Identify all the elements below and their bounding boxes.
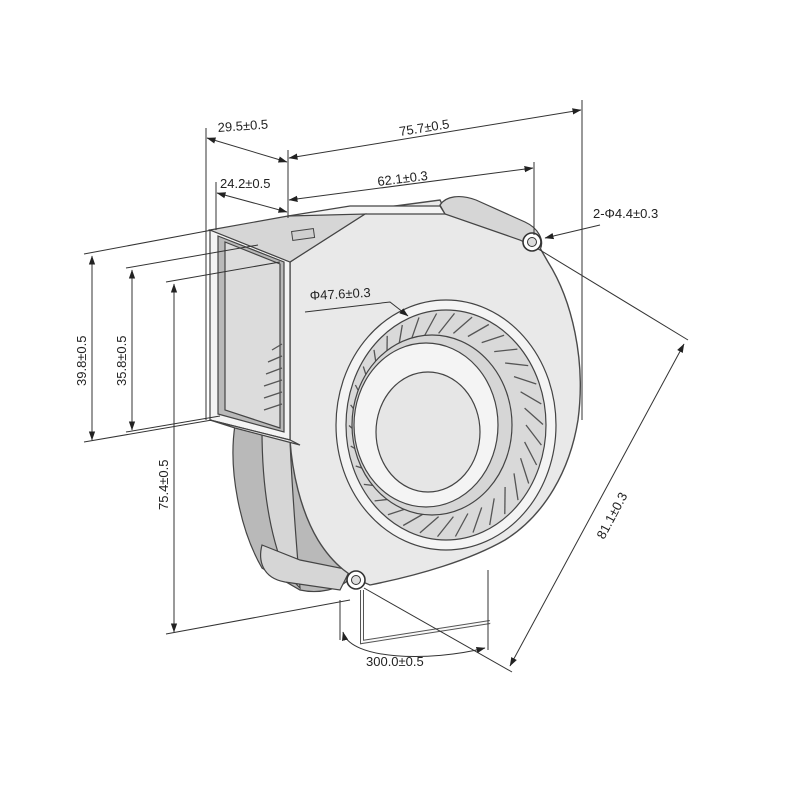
impeller-blade <box>419 516 440 534</box>
dimension-lines <box>83 100 689 673</box>
impeller-blade <box>423 313 438 337</box>
dim-lead-length: 300.0±0.5 <box>366 654 424 669</box>
fan-housing <box>207 195 581 645</box>
dim-inlet-diameter: Φ47.6±0.3 <box>309 285 371 303</box>
impeller-blade <box>472 507 483 533</box>
dim-inlet-depth: 24.2±0.5 <box>220 176 271 191</box>
outlet-impeller-fins <box>263 343 283 411</box>
impeller-blade <box>454 513 469 537</box>
impeller-blade <box>481 334 505 344</box>
dim-outlet-height: 39.8±0.5 <box>74 335 89 386</box>
impeller-blade <box>467 323 490 338</box>
dim-hole-spacing: 62.1±0.3 <box>377 168 429 189</box>
impeller-blade <box>489 498 495 526</box>
impeller-blade <box>438 312 456 334</box>
hub-cap <box>375 371 481 493</box>
dim-housing-depth: 29.5±0.5 <box>217 117 268 135</box>
dim-overall-height: 75.4±0.5 <box>156 459 171 510</box>
impeller-blade <box>436 516 454 538</box>
dim-outlet-inner-height: 35.8±0.5 <box>114 335 129 386</box>
impeller-blade <box>452 316 473 334</box>
impeller-blade <box>402 512 425 527</box>
dim-hole-diagonal: 81.1±0.3 <box>593 490 630 542</box>
connector-tab <box>290 227 316 242</box>
dim-mount-holes: 2-Φ4.4±0.3 <box>593 206 658 221</box>
